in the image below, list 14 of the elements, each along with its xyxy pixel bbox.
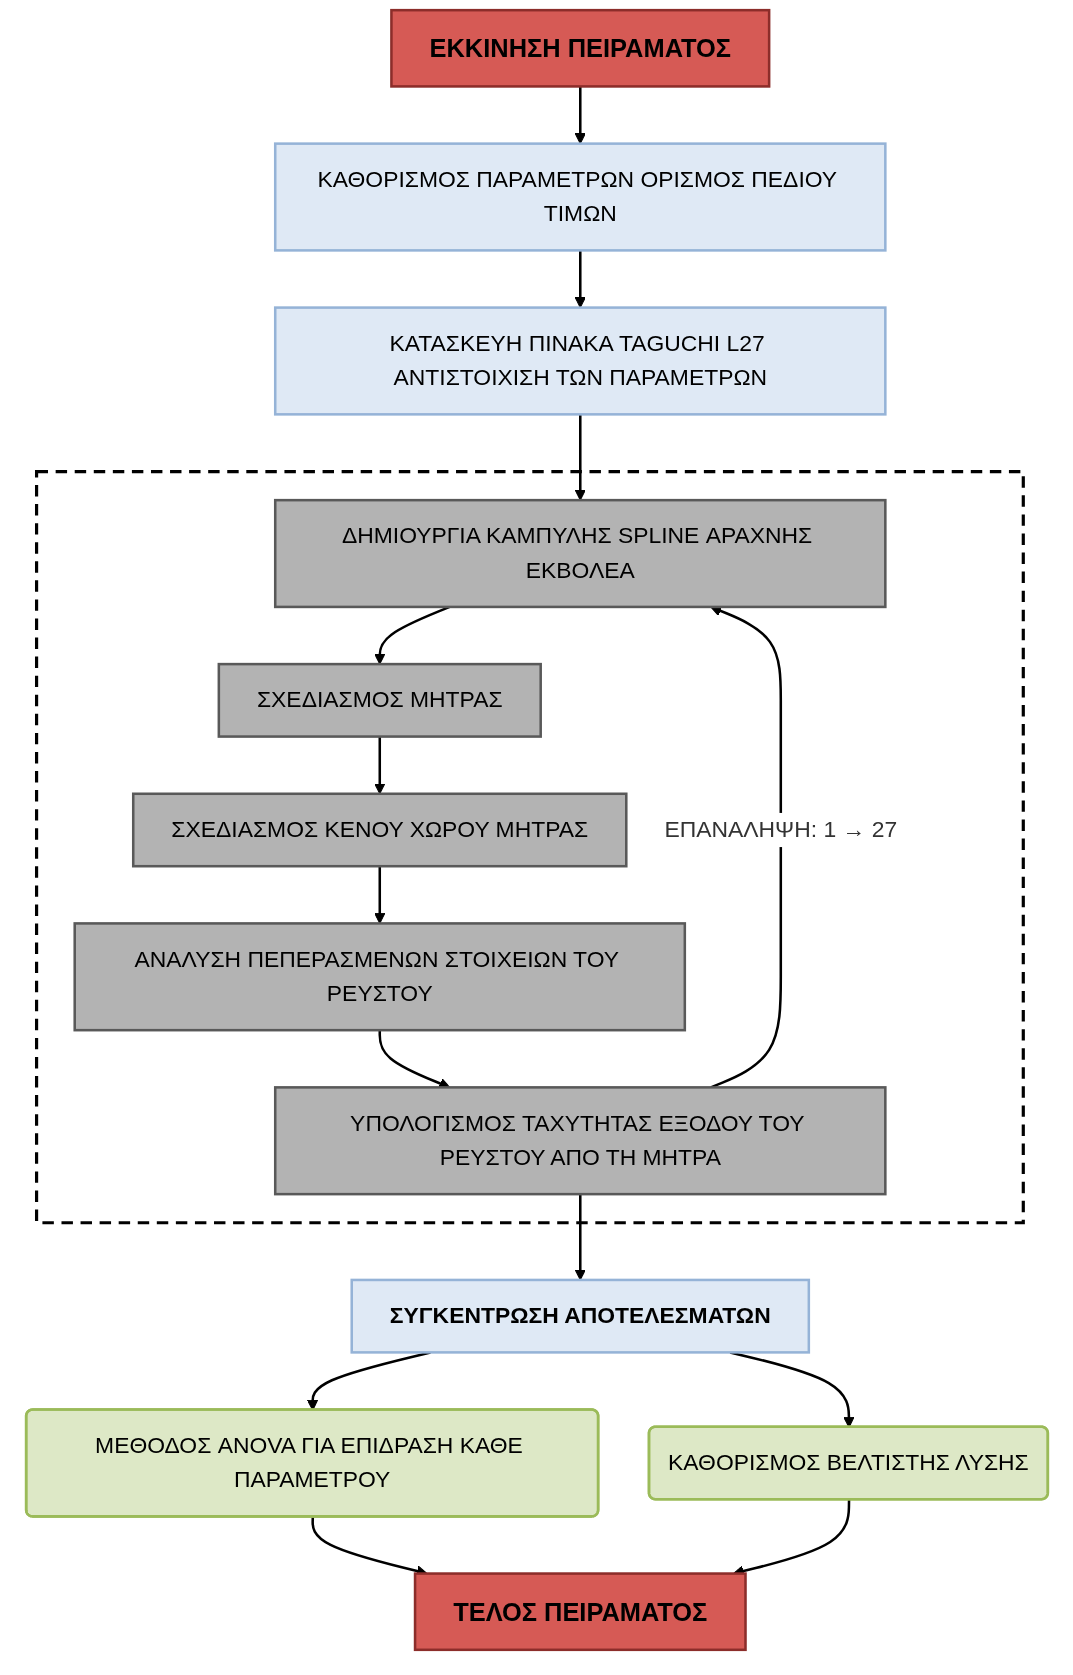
node-box: ΔΗΜΙΟΥΡΓΙΑ ΚΑΜΠΥΛΗΣ SPLINE ΑΡΑΧΝΗΣ ΕΚΒΟΛΕΑ: [273, 498, 887, 609]
node-box: ΚΑΤΑΣΚΕΥΗ ΠΙΝΑΚΑ TAGUCHI L27 ΑΝΤΙΣΤΟΙΧΙΣΗ ΤΩΝ ΠΑΡΑΜΕΤΡΩΝ: [273, 306, 887, 416]
arrow: [574, 414, 586, 501]
node-box: ΥΠΟΛΟΓΙΣΜΟΣ ΤΑΧΥΤΗΤΑΣ ΕΞΟΔΟΥ ΤΟΥ ΡΕΥΣΤΟΥ ΑΠΟ ΤΗ ΜΗΤΡΑ: [273, 1086, 887, 1196]
node-box: ΣΧΕΔΙΑΣΜΟΣ ΜΗΤΡΑΣ: [217, 662, 542, 738]
node-box: ΕΚΚΙΝΗΣΗ ΠΕΙΡΑΜΑΤΟΣ: [389, 8, 770, 88]
arrow: [373, 866, 385, 924]
node-box: ΤΕΛΟΣ ΠΕΙΡΑΜΑΤΟΣ: [413, 1572, 747, 1652]
cluster: [34, 469, 1025, 1225]
node-box: ΣΧΕΔΙΑΣΜΟΣ ΚΕΝΟΥ ΧΩΡΟΥ ΜΗΤΡΑΣ: [131, 792, 628, 868]
node-box: ΚΑΘΟΡΙΣΜΟΣ ΠΑΡΑΜΕΤΡΩΝ ΟΡΙΣΜΟΣ ΠΕΔΙΟΥ ΤΙΜΩΝ: [273, 142, 887, 252]
node-box: ΑΝΑΛΥΣΗ ΠΕΠΕΡΑΣΜΕΝΩΝ ΣΤΟΙΧΕΙΩΝ ΤΟΥ ΡΕΥΣΤΟΥ: [72, 922, 686, 1032]
edge-label: ΕΠΑΝΑΛΗΨΗ: 1 → 27: [663, 816, 897, 843]
node-box: ΣΥΓΚΕΝΤΡΩΣΗ ΑΠΟΤΕΛΕΣΜΑΤΩΝ: [349, 1278, 810, 1354]
